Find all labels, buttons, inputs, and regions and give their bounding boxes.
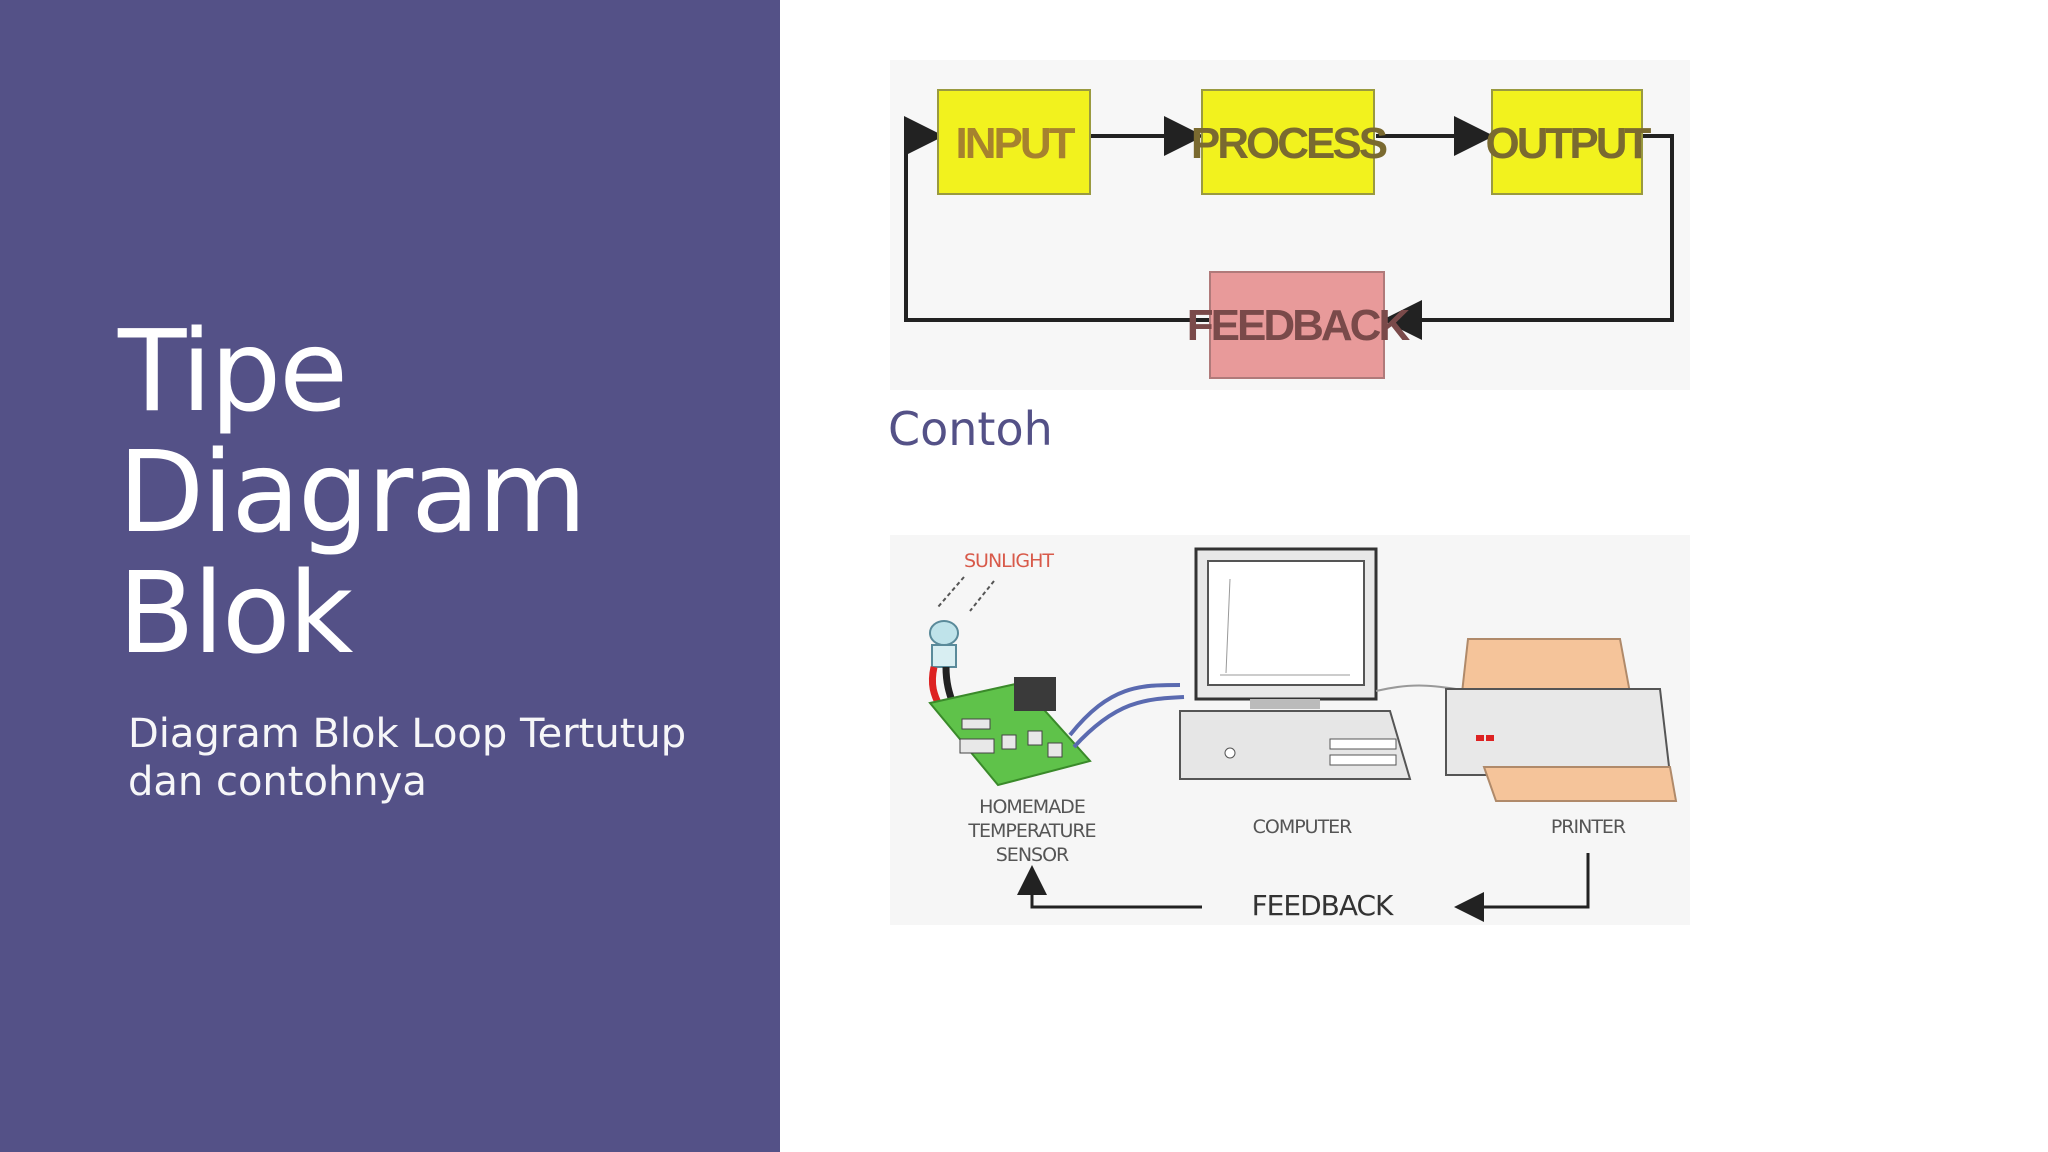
- title-line-2: Diagram: [118, 428, 587, 558]
- sensor-cable-1: [1068, 683, 1181, 737]
- arrow-feedback-input: [904, 116, 1210, 322]
- title-line-3: Blok: [118, 549, 353, 679]
- feedback-arrow-sensor: [1017, 865, 1202, 909]
- printer-icon: [1445, 638, 1678, 802]
- feedback-block-label: FEEDBACK: [1187, 301, 1411, 350]
- left-title-panel: [0, 0, 780, 1152]
- example-label: Contoh: [888, 402, 1053, 456]
- process-label: PROCESS: [1191, 119, 1387, 168]
- slide-subtitle: Diagram Blok Loop Tertutup dan contohnya: [128, 711, 687, 805]
- feedback-block: [1209, 271, 1385, 379]
- closed-loop-block-diagram: INPUT PROCESS OUTPUT FEEDBACK: [890, 60, 1690, 390]
- feedback-arrow-printer: [1454, 853, 1590, 922]
- sunlight-ray-1: [937, 576, 965, 608]
- input-block: [937, 89, 1091, 195]
- example-illustration: SUNLIGHT HOMEMADE TEMPERATURE SENSOR: [890, 535, 1690, 925]
- example-svg: SUNLIGHT HOMEMADE TEMPERATURE SENSOR: [928, 547, 1678, 922]
- printer-label: PRINTER: [1551, 816, 1626, 838]
- sensor-label-3: SENSOR: [996, 844, 1069, 866]
- title-line-1: Tipe: [118, 307, 348, 437]
- sensor-label-2: TEMPERATURE: [967, 820, 1095, 842]
- feedback-label: FEEDBACK: [1252, 889, 1394, 922]
- sunlight-ray-2: [969, 580, 995, 612]
- output-label: OUTPUT: [1486, 119, 1652, 168]
- slide-title: Tipe Diagram Blok: [118, 312, 738, 675]
- input-label: INPUT: [956, 119, 1076, 168]
- process-block: [1201, 89, 1375, 195]
- sensor-cable-2: [1072, 695, 1185, 749]
- computer-label: COMPUTER: [1253, 816, 1353, 838]
- arrow-output-feedback: [1382, 134, 1674, 340]
- output-block: [1491, 89, 1643, 195]
- temperature-sensor-icon: [928, 620, 1092, 787]
- sunlight-label: SUNLIGHT: [964, 550, 1054, 572]
- sensor-label-1: HOMEMADE: [979, 796, 1085, 818]
- block-diagram-svg: INPUT PROCESS OUTPUT FEEDBACK: [904, 89, 1674, 379]
- printer-cable: [1375, 684, 1457, 692]
- computer-icon: [1179, 547, 1412, 780]
